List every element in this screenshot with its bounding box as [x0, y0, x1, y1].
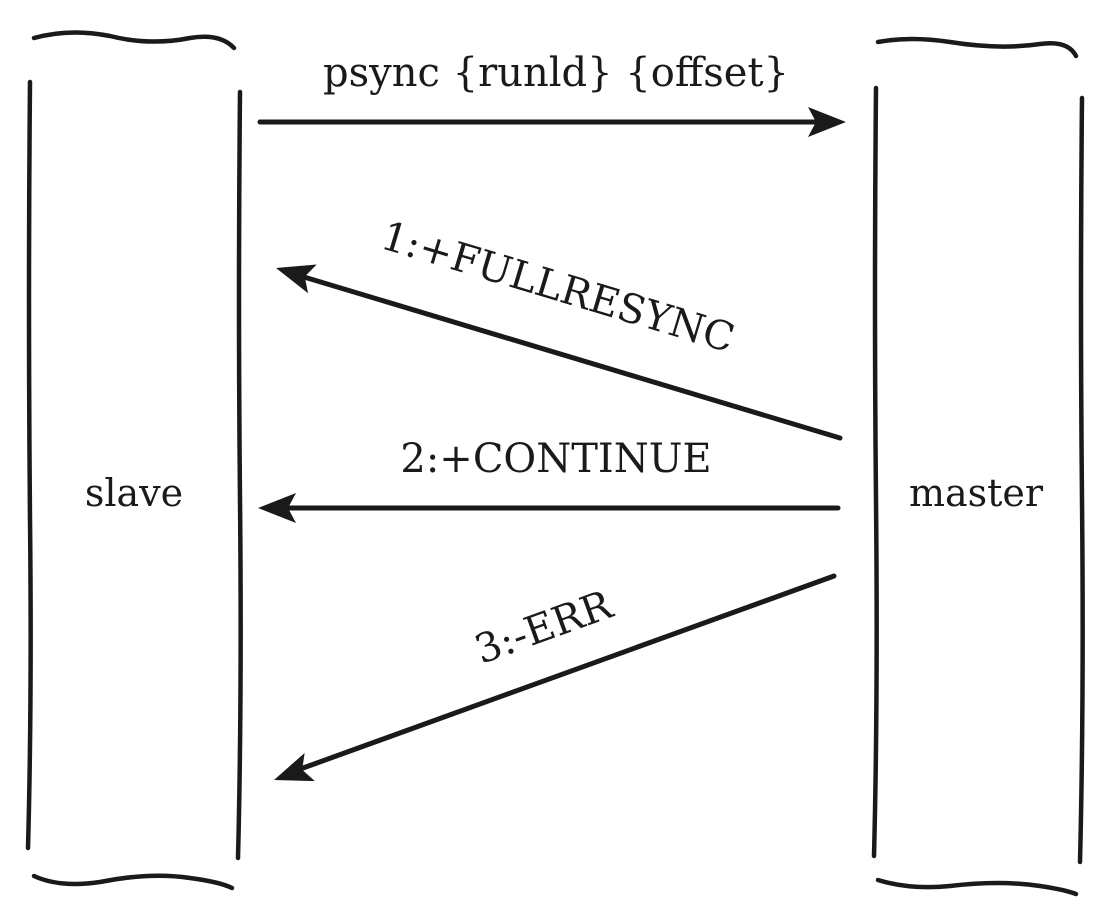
- message-fullresync-label: 1:+FULLRESYNC: [376, 213, 740, 362]
- slave-node-bottom-brace: [31, 873, 235, 891]
- message-psync-arrowhead: [808, 107, 846, 137]
- message-fullresync-arrow-line: [291, 271, 843, 441]
- message-err-arrowhead: [274, 752, 315, 782]
- message-continue-arrowhead: [258, 493, 296, 523]
- master-node-right-edge: [1077, 95, 1085, 865]
- message-continue-label: 2:+CONTINUE: [400, 436, 711, 482]
- message-psync: psync {runld} {offset}: [257, 50, 846, 137]
- slave-node-top-brace: [31, 30, 237, 51]
- slave-node: slave: [25, 30, 243, 891]
- message-err-arrow-line: [289, 573, 837, 775]
- master-node-label: master: [909, 471, 1044, 515]
- message-err: 3:-ERR: [274, 573, 837, 782]
- message-fullresync-arrowhead: [276, 264, 317, 294]
- master-node-left-edge: [871, 85, 879, 859]
- slave-node-left-edge: [25, 79, 33, 851]
- message-psync-label: psync {runld} {offset}: [323, 50, 789, 96]
- master-node-bottom-brace: [875, 877, 1079, 897]
- slave-node-label: slave: [85, 471, 183, 515]
- message-fullresync: 1:+FULLRESYNC: [276, 213, 843, 441]
- slave-node-right-edge: [235, 89, 243, 861]
- master-node: master: [871, 36, 1085, 897]
- message-continue: 2:+CONTINUE: [258, 436, 841, 523]
- master-node-top-brace: [875, 36, 1079, 59]
